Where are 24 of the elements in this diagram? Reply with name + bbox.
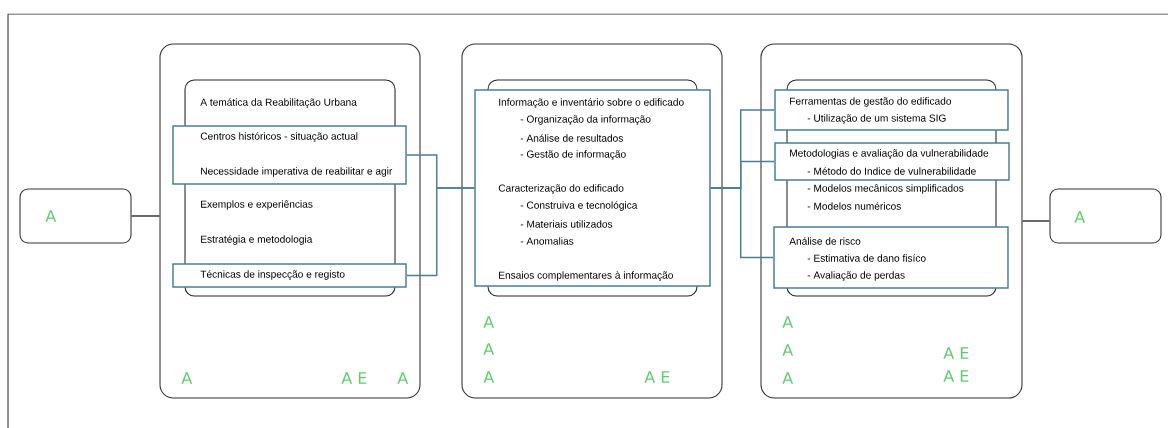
highlight-box: Análise de risco - Estimativa de dano fisíco - Avaliação de perdas <box>773 226 1009 289</box>
placeholder-letter: A <box>483 343 495 355</box>
placeholder-letter: A E <box>341 372 367 384</box>
placeholder-letter: A <box>782 316 794 328</box>
placeholder-letter: A <box>782 372 794 384</box>
connector-line <box>130 215 161 217</box>
placeholder-letter: A <box>782 344 794 356</box>
highlight-box: Técnicas de inspecção e registo <box>172 263 407 288</box>
placeholder-letter: A <box>483 371 495 383</box>
highlight-box: Informação e inventário sobre o edificado - Organização da informação - Análise de resultados - Gestão de informação Caracterização do edificado - Construiva e tecnológica - Materiais utilizados - Anomalias Ensaios complementares à informação <box>474 89 711 287</box>
placeholder-letter: A <box>181 372 193 384</box>
connector-line <box>1021 220 1051 222</box>
connector-line <box>406 187 475 277</box>
highlight-box: Metodologias e avaliação da vulnerabilidade - Método do Indice de vulnerabilidade <box>774 142 1010 181</box>
highlight-box: Centros históricos - situação actual Necessidade imperativa de reabilitar e agir <box>172 125 407 185</box>
highlight-box: Ferramentas de gestão do edificado - Utilização de um sistema SIG <box>774 89 1009 131</box>
connector-line <box>710 187 774 259</box>
box: A <box>19 188 132 244</box>
box: A <box>1049 188 1162 244</box>
placeholder-letter: A <box>397 372 409 384</box>
placeholder-letter: A <box>483 316 495 328</box>
placeholder-letter: A E <box>943 347 969 359</box>
placeholder-letter: A E <box>644 371 670 383</box>
placeholder-letter: A E <box>943 370 969 382</box>
